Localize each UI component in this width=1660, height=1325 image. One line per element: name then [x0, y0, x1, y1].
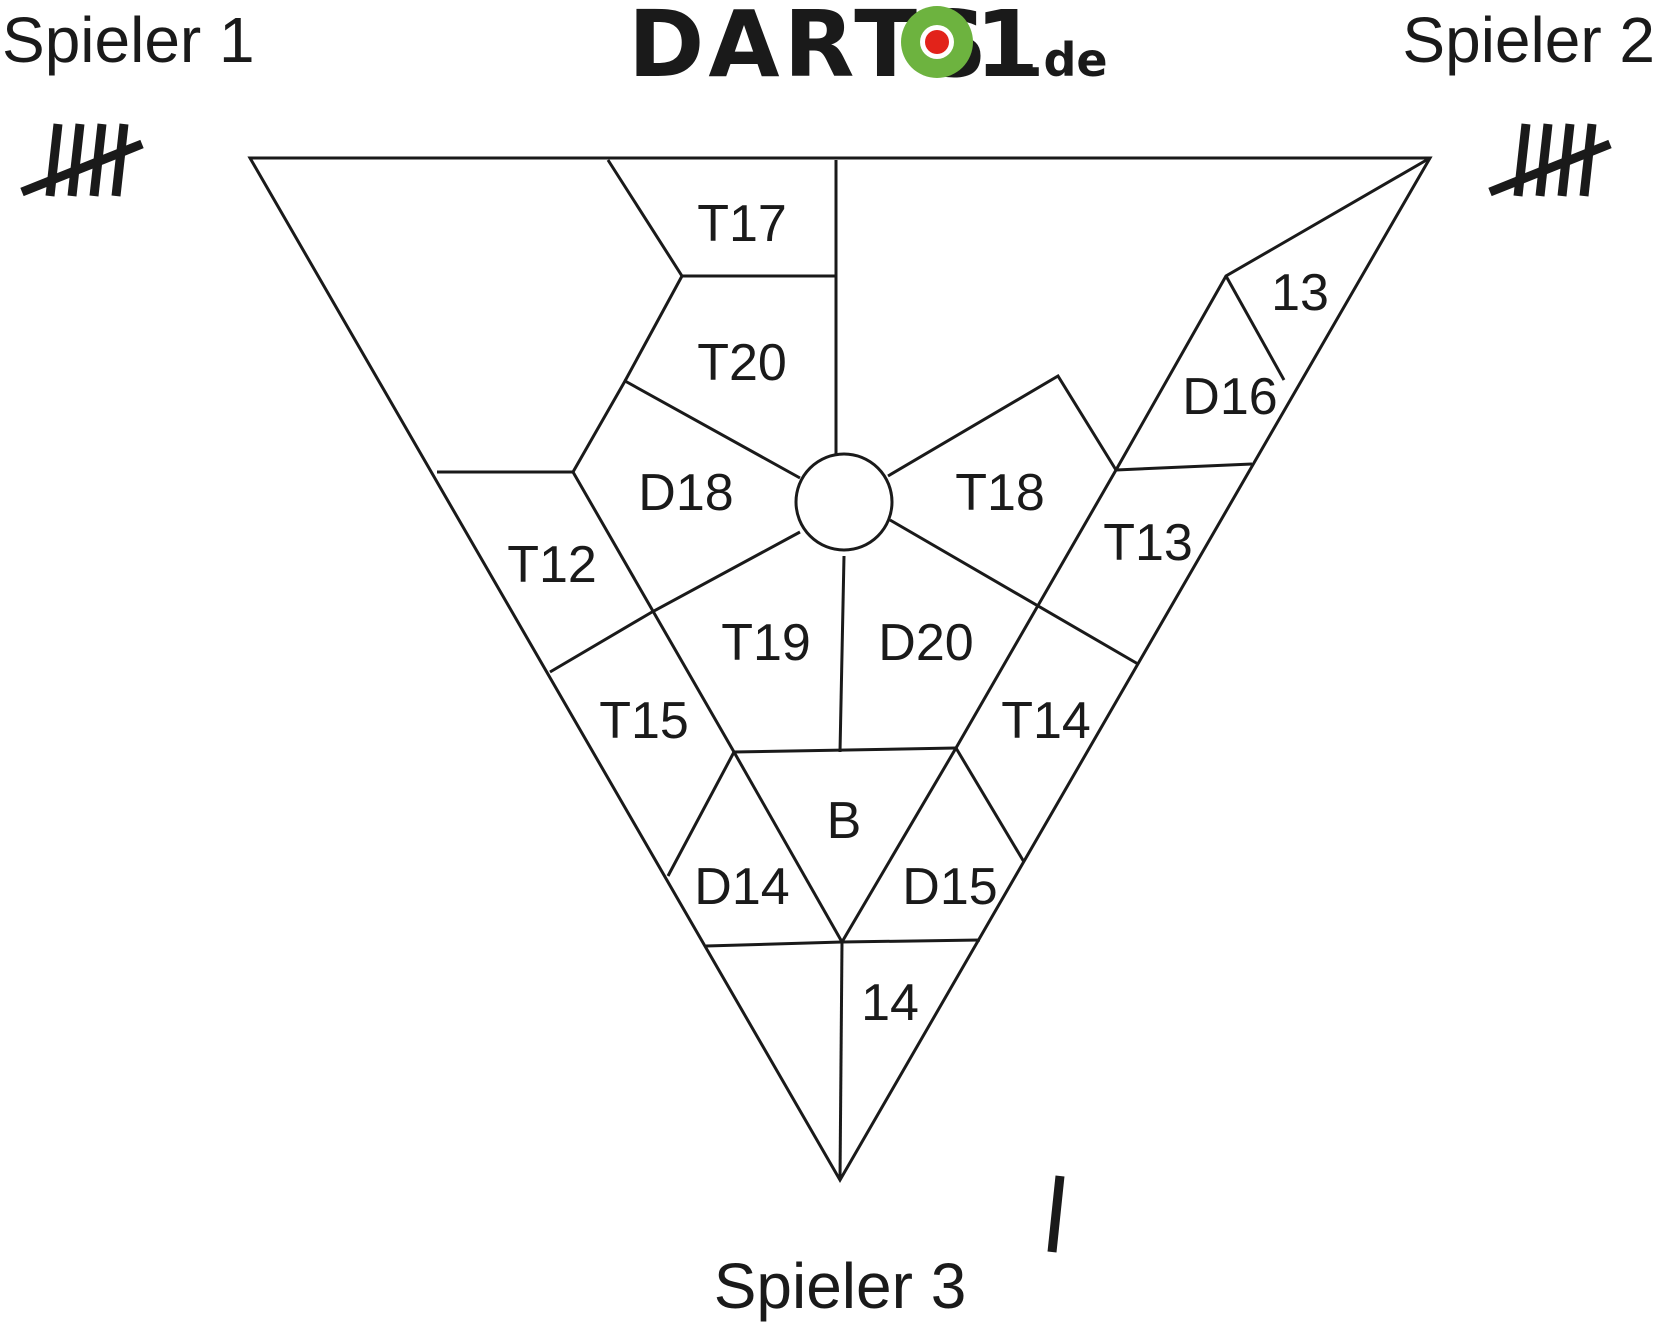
tally-stroke [1047, 1175, 1065, 1253]
field-t12[interactable]: T12 [507, 536, 597, 594]
field-t15[interactable]: T15 [599, 692, 689, 750]
tally-marks-player-2 [1488, 123, 1612, 197]
bullseye-circle[interactable] [794, 452, 894, 552]
line-d16-bottom [1115, 462, 1253, 472]
tally-stroke [1535, 123, 1553, 197]
line-t20-left [623, 275, 684, 382]
field-d20[interactable]: D20 [878, 614, 973, 672]
field-14[interactable]: 14 [861, 974, 919, 1032]
field-d14[interactable]: D14 [694, 858, 789, 916]
line-b-right [840, 747, 958, 943]
field-bull[interactable]: B [827, 792, 862, 850]
board-lines [247, 156, 1433, 1184]
line-t18-d20-diag [954, 469, 1118, 749]
player-2-label: Spieler 2 [1402, 4, 1655, 76]
tally-stroke [1513, 123, 1531, 197]
line-d15-right [954, 747, 1026, 863]
line-bottom-vertical [838, 941, 844, 1181]
field-t20[interactable]: T20 [697, 334, 787, 392]
outer-triangle [247, 156, 1433, 1184]
tally-cross-stroke [1488, 139, 1612, 197]
line-t13-bottom [889, 518, 1139, 666]
field-t19[interactable]: T19 [721, 614, 811, 672]
logo-text-domain: .de [1026, 33, 1108, 87]
field-t13[interactable]: T13 [1103, 514, 1193, 572]
tally-stroke [111, 123, 129, 197]
field-d16[interactable]: D16 [1182, 368, 1277, 426]
dartboard-logo-icon [901, 6, 973, 78]
field-t18[interactable]: T18 [955, 464, 1045, 522]
line-t19-d20 [838, 555, 846, 753]
line-b-left [732, 751, 844, 943]
tally-stroke [1579, 123, 1597, 197]
line-13-d16 [1224, 275, 1286, 381]
logo-text-one: 1 [975, 0, 1043, 98]
field-13[interactable]: 13 [1271, 264, 1329, 322]
field-t14[interactable]: T14 [1001, 692, 1091, 750]
tally-stroke [45, 123, 63, 197]
tally-marks-player-3 [1047, 1175, 1065, 1253]
line-d14-left [666, 751, 736, 877]
tally-cross-stroke [20, 139, 144, 197]
line-d18-top [437, 378, 801, 480]
field-t17[interactable]: T17 [697, 195, 787, 253]
player-3-label: Spieler 3 [714, 1250, 967, 1322]
line-t15-top [549, 530, 801, 674]
darts01-logo: DARTS 1 .de [628, 0, 1108, 98]
tally-stroke [67, 123, 85, 197]
player-1-label: Spieler 1 [2, 4, 255, 76]
line-t18-top [887, 373, 1118, 478]
tally-marks-player-1 [20, 123, 144, 197]
line-b-top [733, 746, 957, 754]
field-d15[interactable]: D15 [902, 858, 997, 916]
field-d18[interactable]: D18 [638, 464, 733, 522]
